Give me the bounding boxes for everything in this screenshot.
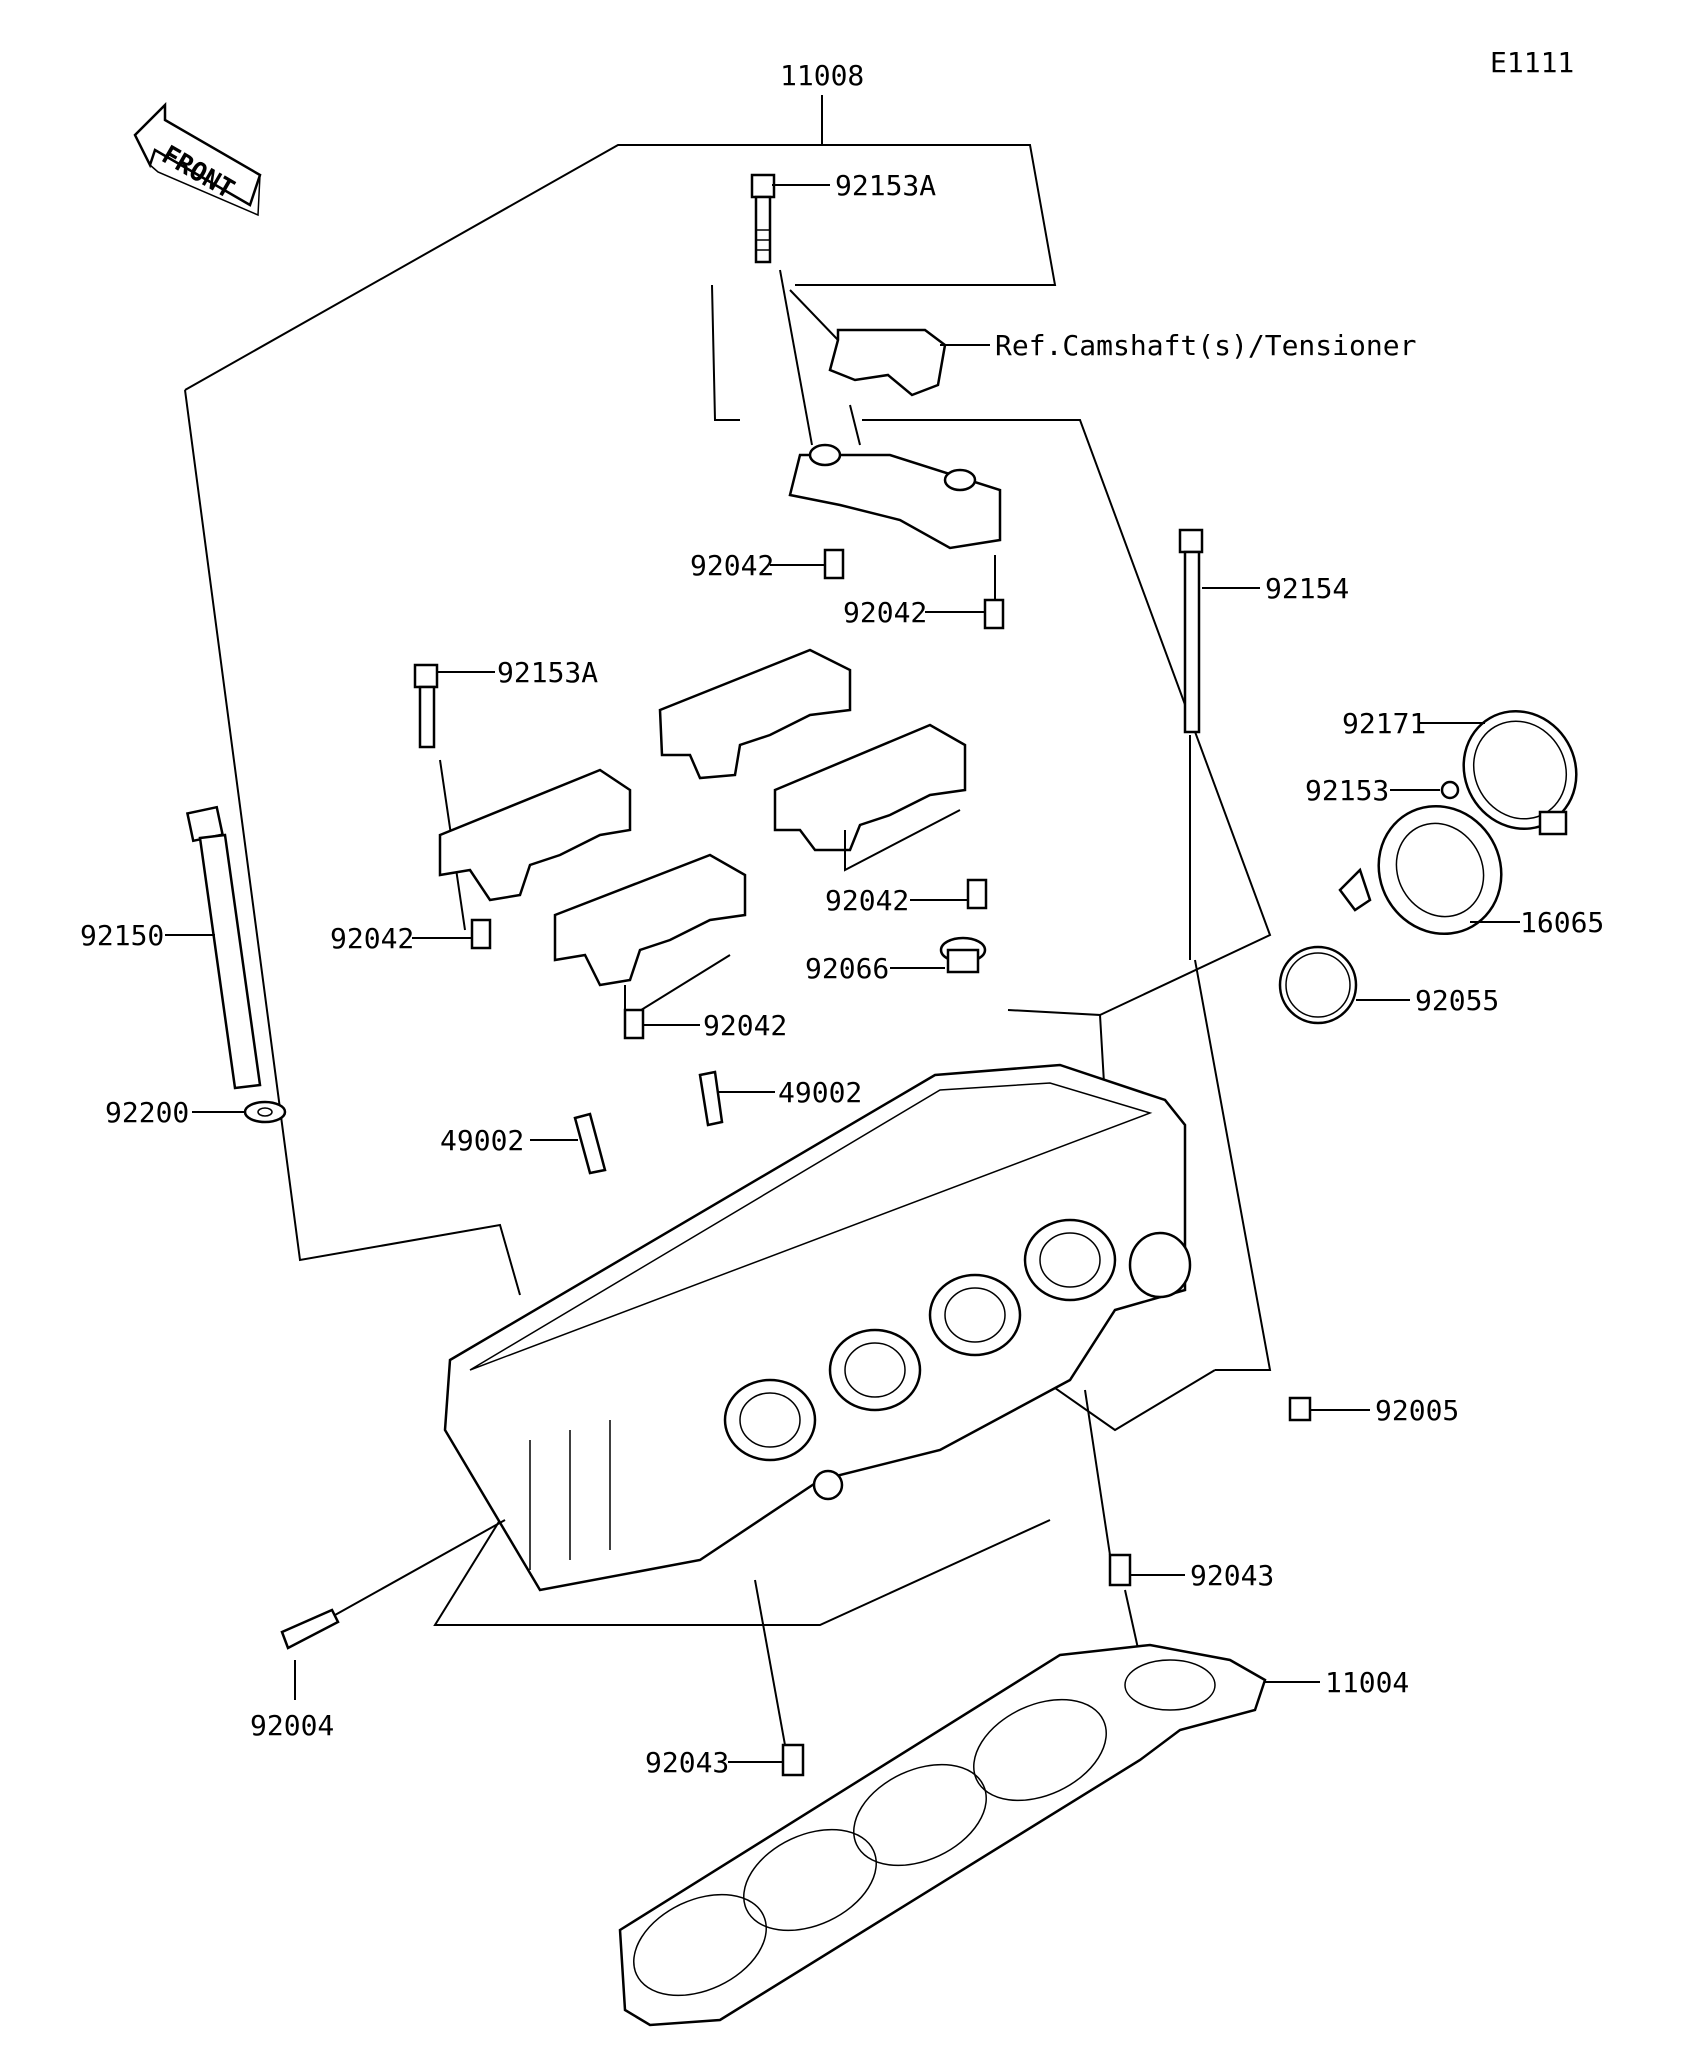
callout-16065: 16065 [1520, 906, 1604, 939]
callout-92043-b: 92043 [645, 1746, 729, 1779]
callout-92042-a: 92042 [690, 549, 774, 582]
cam-cap-1 [438, 768, 632, 902]
cylinder-head [443, 1063, 1192, 1592]
dowel-92043-b [728, 1579, 805, 1777]
plug-92066 [890, 936, 987, 974]
callout-92043-a: 92043 [1190, 1559, 1274, 1592]
callout-92042-d: 92042 [330, 922, 414, 955]
callout-92005: 92005 [1375, 1394, 1459, 1427]
dowel-92042-e [623, 1008, 700, 1040]
dowel-92042-b [925, 555, 1005, 630]
valve-guide-49002-b [530, 1112, 607, 1175]
cam-cap-2 [658, 648, 852, 780]
dowel-92042-c [910, 878, 988, 910]
callout-92200: 92200 [105, 1096, 189, 1129]
head-gasket-11004 [618, 1643, 1320, 2027]
camshaft-tensioner-bracket [828, 328, 990, 446]
diagram-code: E1111 [1490, 46, 1574, 79]
callout-92154: 92154 [1265, 572, 1349, 605]
callout-92004: 92004 [250, 1709, 334, 1742]
callout-49002-b: 49002 [440, 1124, 524, 1157]
cam-cap-top [788, 443, 1002, 550]
clamp-92171 [1420, 709, 1578, 836]
cam-cap-4 [553, 853, 747, 987]
bolt-92153A-top [750, 173, 830, 446]
callout-92150: 92150 [80, 919, 164, 952]
callout-92055: 92055 [1415, 984, 1499, 1017]
callout-11004: 11004 [1325, 1666, 1409, 1699]
callout-92066: 92066 [805, 952, 889, 985]
cam-cap-3 [773, 723, 967, 852]
callout-92042-e: 92042 [703, 1009, 787, 1042]
callout-11008: 11008 [780, 59, 864, 92]
callout-92153A-left: 92153A [497, 656, 598, 689]
callout-49002-a: 49002 [778, 1076, 862, 1109]
bolt-92154 [1178, 528, 1260, 960]
screw-92153 [1390, 780, 1460, 800]
ref-leader [789, 289, 839, 341]
callout-92153A-top: 92153A [835, 169, 936, 202]
callout-92042-c: 92042 [825, 884, 909, 917]
dowel-92042-a [770, 548, 845, 580]
washer-92200 [192, 1100, 287, 1124]
bolt-92150 [165, 805, 262, 1090]
dowel-92042-d [412, 918, 492, 950]
callout-92042-b: 92042 [843, 596, 927, 629]
stud-92004 [280, 1519, 506, 1700]
oring-92055 [1278, 945, 1410, 1025]
callout-92153: 92153 [1305, 774, 1389, 807]
reference-note: Ref.Camshaft(s)/Tensioner [995, 329, 1416, 362]
plug-92005 [1288, 1396, 1370, 1422]
valve-guide-49002-a [698, 1070, 775, 1127]
front-arrow-icon: FRONT [133, 101, 262, 217]
dowel-92043-a [1084, 1389, 1185, 1681]
cap-bracket-line [844, 809, 961, 872]
callout-92171: 92171 [1342, 707, 1426, 740]
holder-16065 [1338, 804, 1520, 936]
